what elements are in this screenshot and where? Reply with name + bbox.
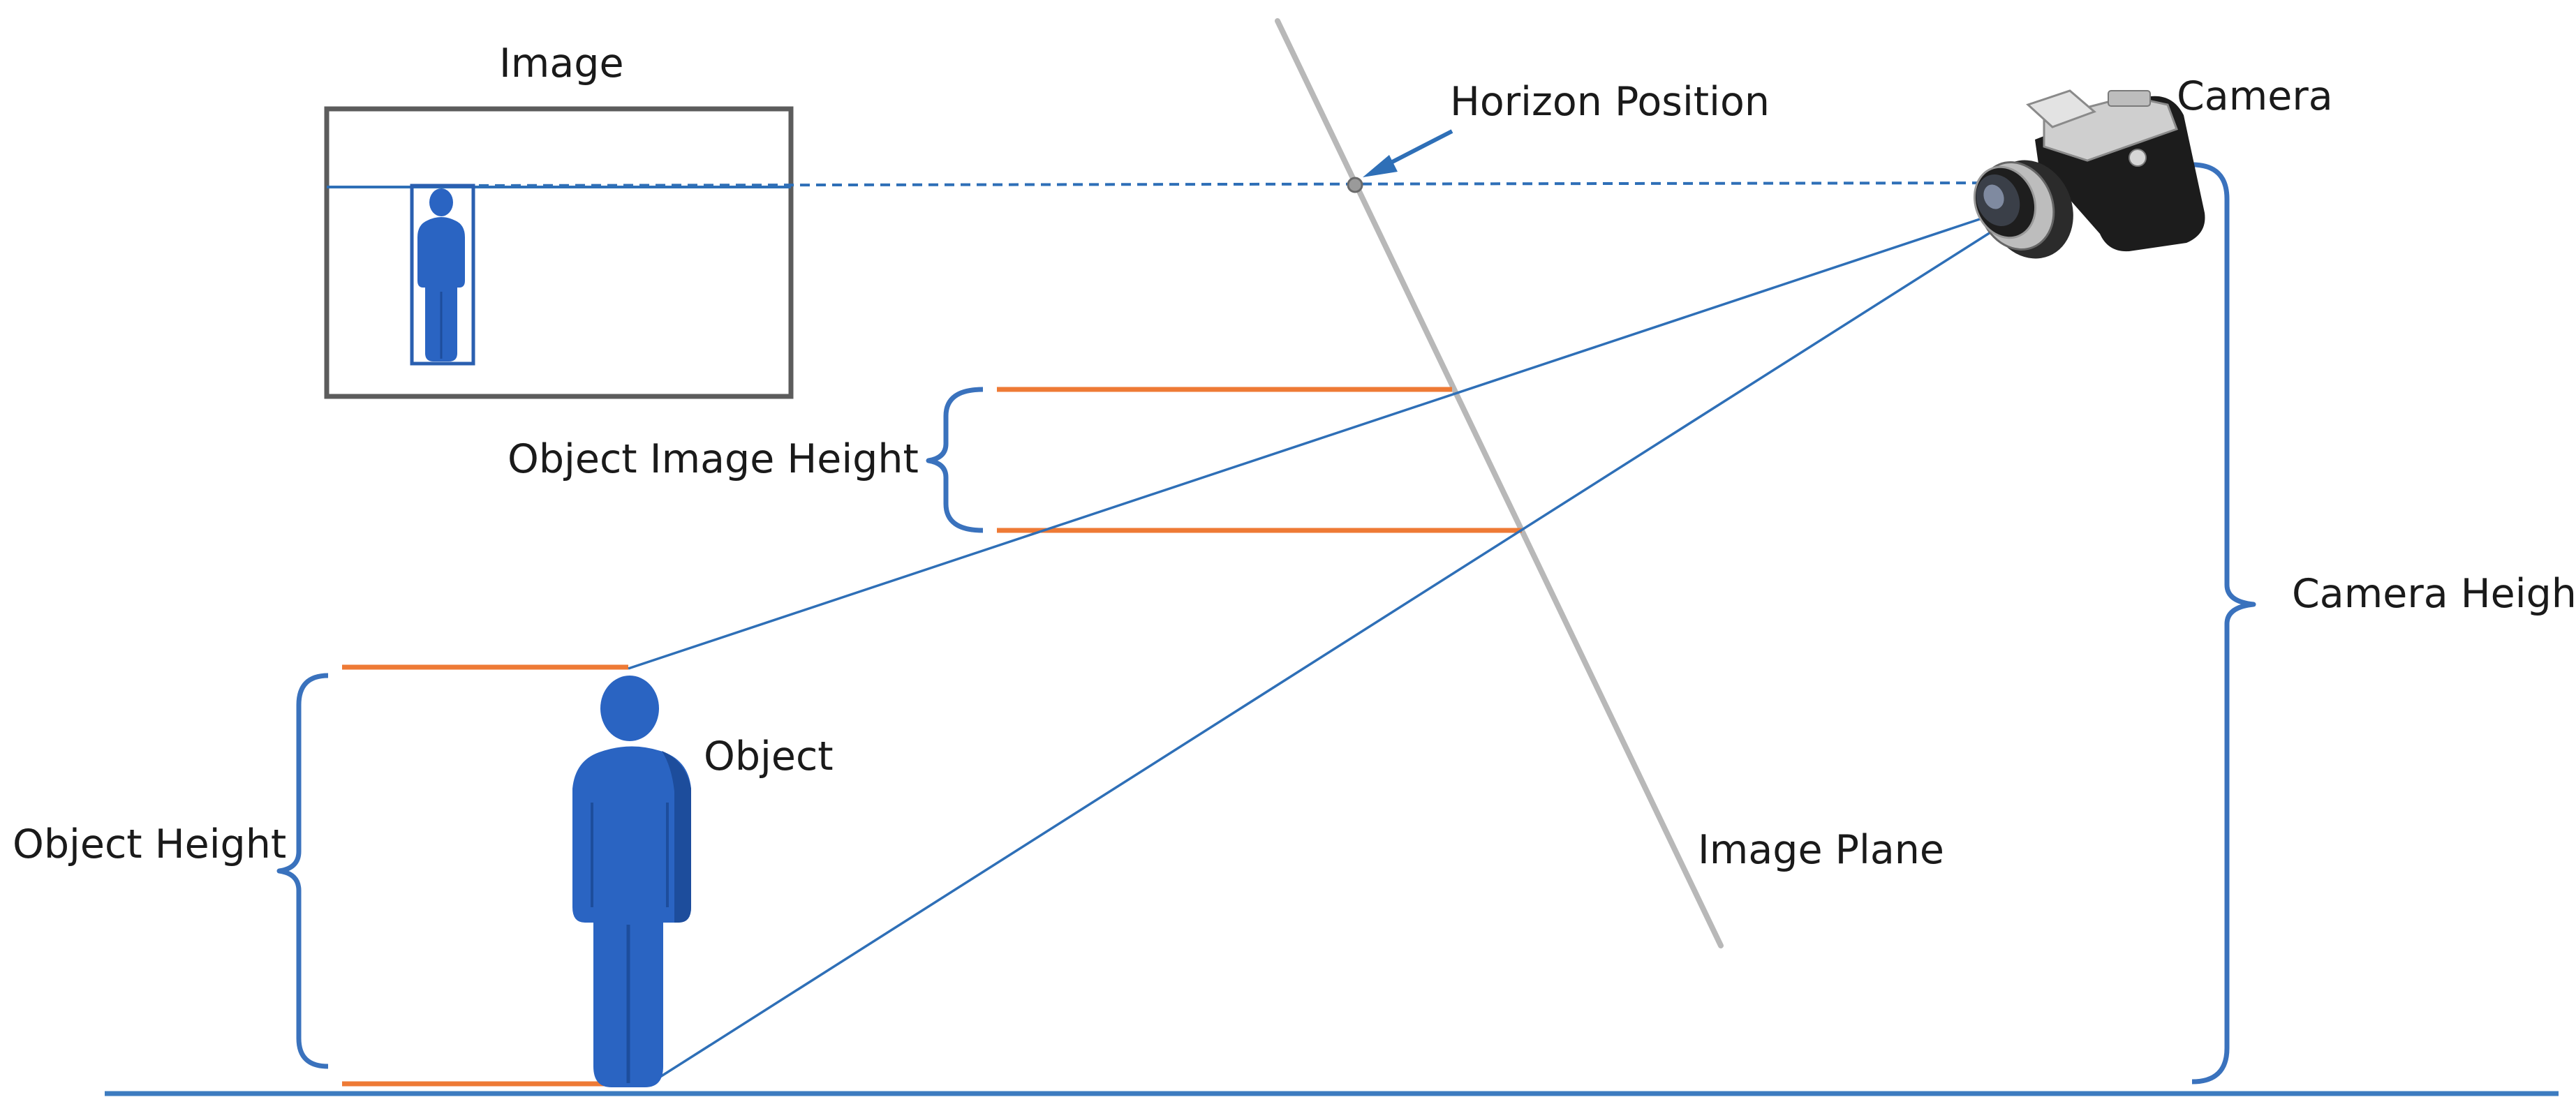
image-plane-line [1275,18,1724,948]
brackets [276,162,2256,1085]
object-person-icon [572,676,691,1087]
object-image-height-bracket [926,387,984,533]
horizon-arrow-icon [1363,129,1453,177]
thumbnail-bounding-box [410,184,475,366]
height-markers [342,387,1522,1087]
object-height-label: Object Height [13,821,286,867]
camera-label: Camera [2177,73,2333,119]
horizon-position-label: Horizon Position [1450,79,1770,125]
image-plane-label: Image Plane [1698,827,1944,873]
ray-object-head [628,205,2018,670]
object-height-bracket [276,673,329,1069]
object-image-height-label: Object Image Height [508,436,919,482]
camera-height-bracket [2191,162,2256,1085]
camera-icon [1973,89,2205,259]
thumbnail-person-icon [417,188,465,362]
image-label: Image [499,40,624,87]
camera-height-label: Camera Height [2292,571,2576,617]
object-label: Object [704,733,834,780]
image-frame [324,106,794,399]
ray-object-feet [649,209,2025,1085]
projection-rays [628,181,2085,1085]
horizon-point-marker [1347,177,1363,193]
horizon-projection-line [446,181,2011,187]
